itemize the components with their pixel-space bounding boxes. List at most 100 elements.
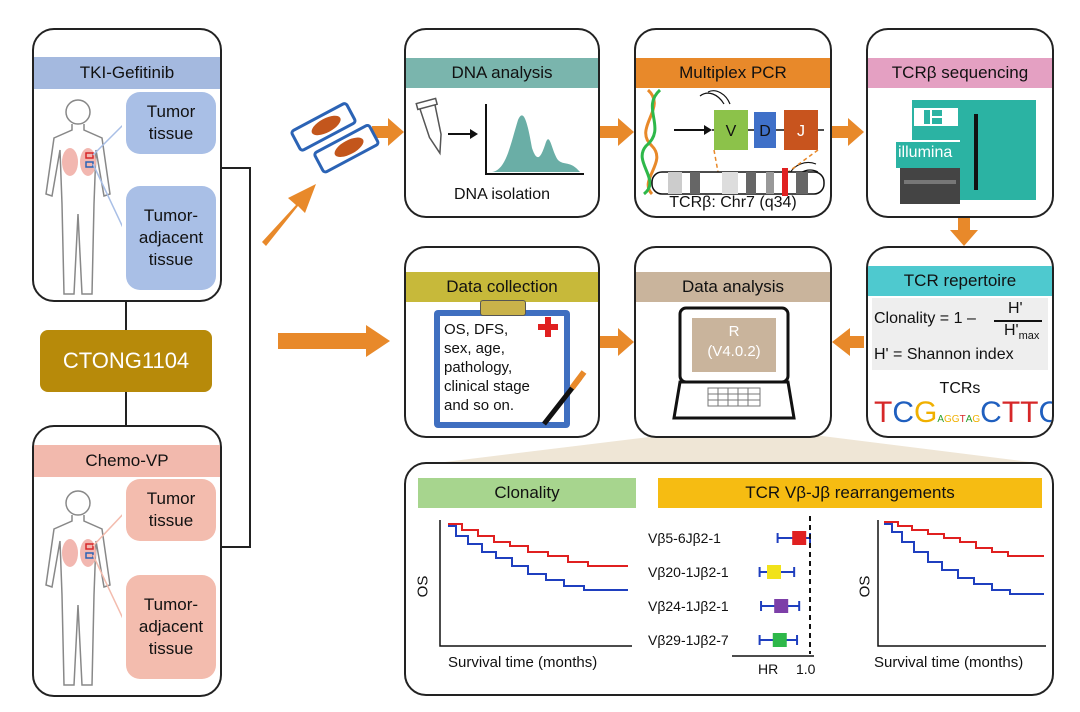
data-analysis-title: Data analysis — [636, 272, 830, 302]
logo-letter: T — [1001, 396, 1021, 429]
forest-row-label: Vβ29-1Jβ2-7 — [648, 632, 729, 648]
logo-letter: A — [937, 414, 945, 425]
pcr-caption: TCRβ: Chr7 (q34) — [669, 194, 797, 211]
logo-letter: A — [965, 414, 973, 425]
tcr-sequencing-title: TCRβ sequencing — [868, 58, 1052, 88]
formula-denominator: H'max — [1004, 322, 1039, 342]
collection-list: OS, DFS, sex, age, pathology, clinical s… — [444, 320, 530, 415]
logo-letter: C — [1038, 398, 1052, 428]
logo-letter: G — [951, 414, 960, 425]
forest-plot: Vβ5-6Jβ2-1Vβ20-1Jβ2-1Vβ24-1Jβ2-1Vβ29-1Jβ… — [648, 516, 816, 674]
pen-icon — [542, 370, 587, 426]
data-collection-panel: Data collection OS, DFS, sex, age, patho… — [404, 246, 600, 438]
v-segment-label: V — [726, 123, 737, 140]
r-version: (V4.0.2) — [707, 343, 761, 360]
tissue-slides-icon — [290, 102, 380, 174]
trial-badge: CTONG1104 — [40, 330, 212, 392]
results-projection — [445, 432, 1030, 462]
collection-line: OS, DFS, — [444, 321, 509, 338]
arrow-to-analysis — [832, 328, 864, 356]
km2-xlabel: Survival time (months) — [874, 654, 1024, 671]
logo-letter: C — [980, 396, 1002, 429]
arrow-collection-to-analysis — [600, 328, 634, 356]
forest-row-label: Vβ5-6Jβ2-1 — [648, 530, 721, 546]
shannon-definition: H' = Shannon index — [874, 346, 1014, 363]
tki-arm-panel: TKI-Gefitinib Tumor tissue Tumor- adjace… — [32, 28, 222, 302]
dna-analysis-title: DNA analysis — [406, 58, 598, 88]
tcr-repertoire-title: TCR repertoire — [868, 266, 1052, 296]
formula-denominator-text: H' — [1004, 322, 1019, 339]
dna-isolation-caption: DNA isolation — [453, 186, 551, 203]
logo-letter: G — [914, 396, 938, 429]
human-body-icon — [45, 490, 122, 686]
trial-name: CTONG1104 — [62, 348, 190, 373]
tcr-repertoire-panel: TCR repertoire Clonality = 1 – H' H'max … — [866, 246, 1054, 438]
tki-adjacent-label: Tumor- adjacent tissue — [138, 206, 204, 269]
v-segment — [714, 110, 748, 150]
chemo-arm-panel: Chemo-VP Tumor tissue Tumor- adjacent ti… — [32, 425, 222, 697]
km-plot-clonality — [439, 520, 632, 647]
tki-tumor-tissue: Tumor tissue — [126, 92, 216, 154]
formula-area — [872, 298, 1048, 370]
formula-numerator: H' — [1008, 300, 1023, 317]
forest-ref-label: 1.0 — [796, 661, 816, 674]
chemo-arm-title: Chemo-VP — [34, 445, 220, 477]
forest-hr-marker — [792, 531, 807, 545]
pcr-diagram: V D J — [640, 88, 825, 196]
chemo-adjacent-tissue: Tumor- adjacent tissue — [126, 575, 216, 679]
j-segment — [784, 110, 818, 150]
km-ylabel: OS — [414, 575, 432, 598]
collection-line: clinical stage — [444, 378, 530, 395]
laptop-icon — [672, 306, 796, 420]
tki-adjacent-tissue: Tumor- adjacent tissue — [126, 186, 216, 290]
r-version-screen: R (V4.0.2) — [692, 322, 776, 362]
tcr-sequencing-panel: TCRβ sequencing illumina — [866, 28, 1054, 218]
chemo-tumor-label: Tumor tissue — [146, 489, 196, 530]
forest-xlabel: HR — [758, 661, 778, 674]
multiplex-pcr-title: Multiplex PCR — [636, 58, 830, 88]
d-segment — [754, 112, 776, 148]
dna-analysis-panel: DNA analysis DNA isolation — [404, 28, 600, 218]
arrow-to-collection — [278, 325, 390, 357]
forest-hr-marker — [772, 633, 787, 647]
sequencer-icon — [896, 100, 1036, 204]
tcrs-label: TCRs — [939, 380, 981, 397]
forest-row-label: Vβ24-1Jβ2-1 — [648, 598, 729, 614]
logo-letter: G — [944, 414, 952, 425]
multiplex-pcr-panel: Multiplex PCR V D J TCRβ: Chr7 ( — [634, 28, 832, 218]
chemo-tumor-tissue: Tumor tissue — [126, 479, 216, 541]
clipboard-clip-icon — [480, 300, 526, 316]
logo-letter: T — [874, 396, 893, 429]
km-xlabel: Survival time (months) — [448, 654, 598, 671]
clonality-title: Clonality — [418, 478, 636, 508]
logo-letter: T — [959, 414, 966, 425]
km-plot-rearrangement — [877, 520, 1046, 647]
dna-chart-icon — [415, 97, 584, 175]
arrow-to-pcr — [600, 118, 634, 146]
forest-row-label: Vβ20-1Jβ2-1 — [648, 564, 729, 580]
j-segment-label: J — [797, 123, 805, 140]
d-segment-label: D — [759, 123, 771, 140]
collection-line: and so on. — [444, 397, 515, 414]
formula-denominator-sub: max — [1018, 330, 1040, 343]
data-collection-title: Data collection — [406, 272, 598, 302]
logo-letter: G — [972, 414, 981, 425]
illumina-brand: illumina — [898, 144, 953, 161]
chemo-adjacent-label: Tumor- adjacent tissue — [138, 595, 204, 658]
arrow-to-slides — [262, 184, 316, 246]
arrow-to-seq — [830, 118, 864, 146]
human-body-icon — [45, 99, 122, 295]
collection-line: pathology, — [444, 359, 513, 376]
km2-ylabel: OS — [856, 575, 874, 598]
logo-letter: T — [1020, 396, 1039, 429]
tki-arm-title: TKI-Gefitinib — [34, 57, 220, 89]
logo-letter: C — [892, 396, 914, 429]
forest-hr-marker — [767, 565, 781, 579]
tki-tumor-label: Tumor tissue — [146, 102, 196, 143]
clipboard-paper — [440, 316, 564, 422]
fraction-bar — [994, 320, 1042, 322]
arrow-to-repertoire — [950, 216, 978, 246]
rearrangements-title: TCR Vβ-Jβ rearrangements — [658, 478, 1042, 508]
arrow-to-dna — [372, 118, 404, 146]
